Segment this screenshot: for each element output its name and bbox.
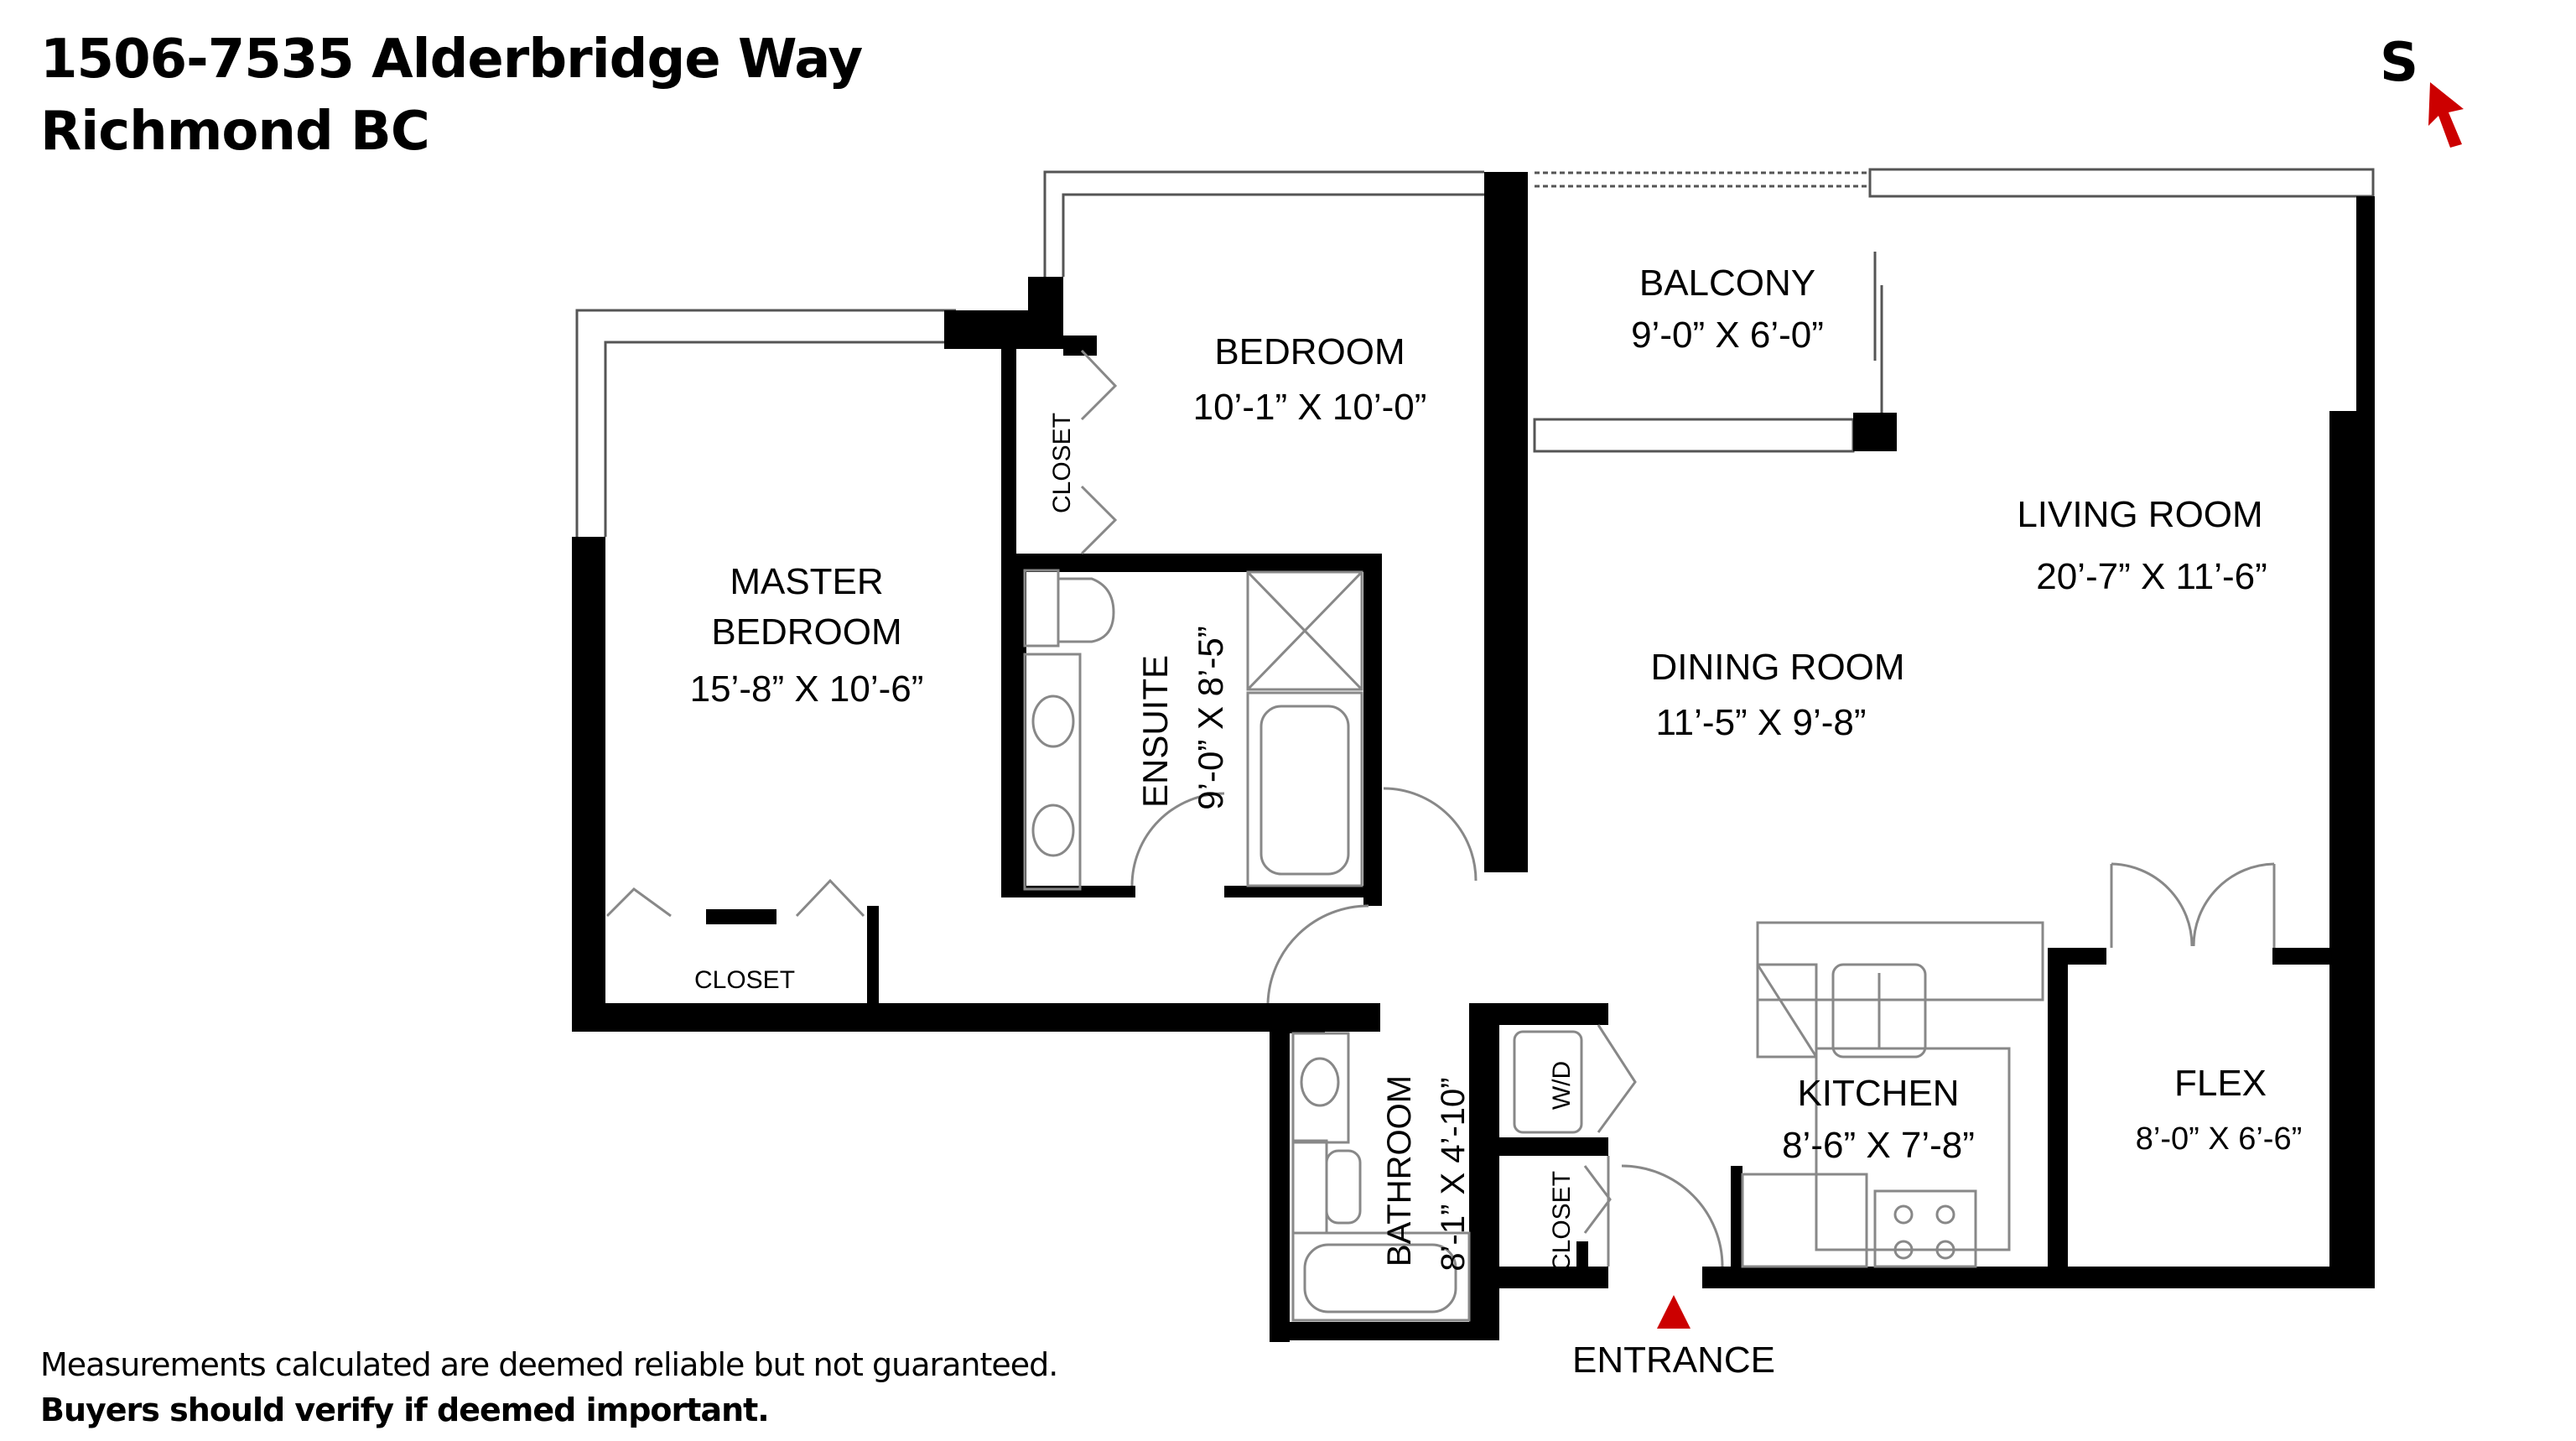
compass-arrow-icon <box>2428 82 2464 148</box>
master-bedroom-dims: 15’-8” X 10’-6” <box>690 668 924 710</box>
balcony-name: BALCONY <box>1639 263 1815 304</box>
bedroom-closet-label: CLOSET <box>1048 413 1076 513</box>
living-room-dims: 20’-7” X 11’-6” <box>2036 556 2267 597</box>
entrance-marker-icon <box>1657 1295 1690 1329</box>
compass-letter: S <box>2380 32 2419 94</box>
address-title: 1506-7535 Alderbridge Way Richmond BC <box>40 23 863 168</box>
balcony-dims: 9’-0” X 6’-0” <box>1631 315 1824 356</box>
window-lines <box>575 168 2375 537</box>
fixtures <box>605 349 2276 1322</box>
disclaimer-line-1: Measurements calculated are deemed relia… <box>40 1346 1058 1383</box>
dining-room-dims: 11’-5” X 9’-8” <box>1655 702 1866 743</box>
walls <box>572 172 2375 1342</box>
kitchen-name: KITCHEN <box>1797 1073 1959 1114</box>
master-closet-label: CLOSET <box>694 966 795 994</box>
flex-name: FLEX <box>2174 1063 2267 1104</box>
master-bedroom-name-2: BEDROOM <box>711 611 901 653</box>
kitchen-dims: 8’-6” X 7’-8” <box>1782 1125 1975 1166</box>
laundry-label: W/D <box>1548 1061 1576 1110</box>
disclaimer-line-2: Buyers should verify if deemed important… <box>40 1392 770 1428</box>
address-line-2: Richmond BC <box>40 101 430 163</box>
bathroom-name: BATHROOM <box>1381 1075 1418 1267</box>
compass: S <box>2380 32 2480 158</box>
bedroom-name: BEDROOM <box>1214 331 1405 372</box>
ensuite-dims: 9’-0” X 8’-5” <box>1191 626 1230 809</box>
dining-room-name: DINING ROOM <box>1650 647 1904 688</box>
entry-closet-label: CLOSET <box>1548 1171 1576 1272</box>
master-bedroom-name-1: MASTER <box>730 561 883 602</box>
flex-dims: 8’-0” X 6’-6” <box>2136 1121 2303 1157</box>
entrance-label: ENTRANCE <box>1572 1340 1775 1381</box>
address-line-1: 1506-7535 Alderbridge Way <box>40 29 863 91</box>
ensuite-name: ENSUITE <box>1135 655 1175 808</box>
bedroom-dims: 10’-1” X 10’-0” <box>1193 387 1427 428</box>
bathroom-dims: 8’-1” X 4’-10” <box>1435 1077 1472 1271</box>
disclaimer: Measurements calculated are deemed relia… <box>40 1342 1058 1433</box>
living-room-name: LIVING ROOM <box>2017 494 2262 535</box>
room-labels: BALCONY 9’-0” X 6’-0” BEDROOM 10’-1” X 1… <box>690 263 2303 1381</box>
